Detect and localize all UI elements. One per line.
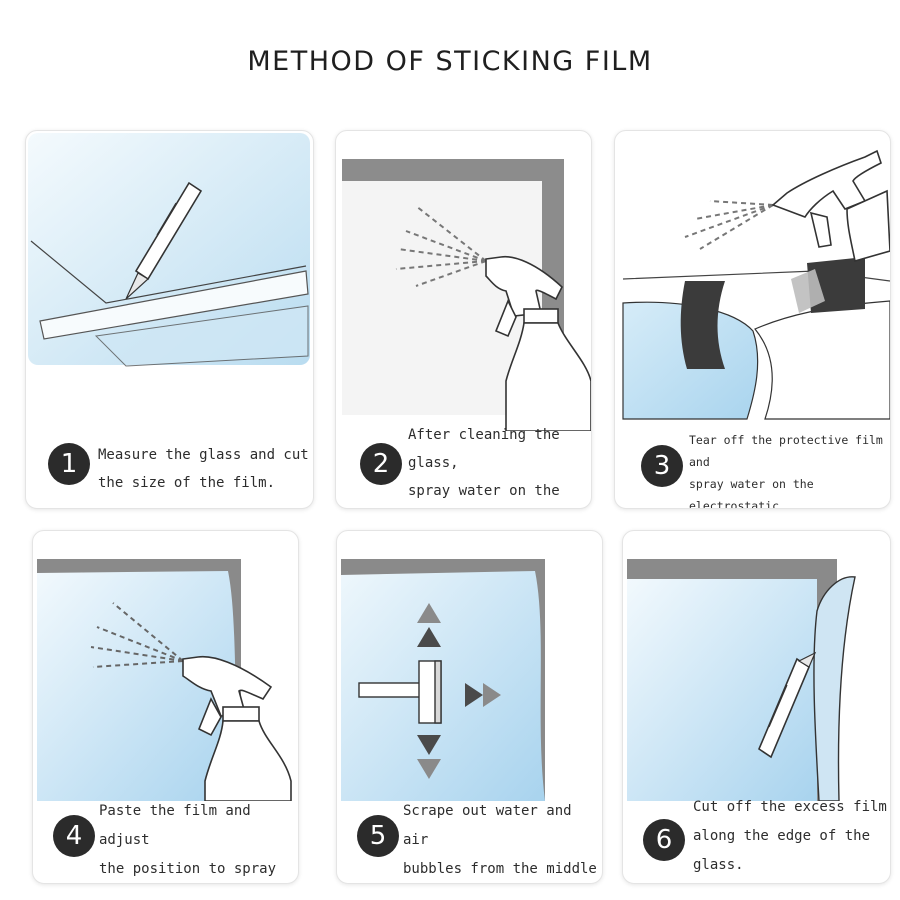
utility-knife-icon xyxy=(125,181,203,300)
spray-bottle-icon xyxy=(485,255,591,431)
step-card-2: 2 After cleaning the glass, spray water … xyxy=(335,130,592,509)
step-5-number-badge: 5 xyxy=(357,815,399,857)
step-2-caption: After cleaning the glass, spray water on… xyxy=(408,427,560,499)
step-card-1: 1 Measure the glass and cut the size of … xyxy=(25,130,314,509)
step-6-number-badge: 6 xyxy=(643,819,685,861)
step-2-number-badge: 2 xyxy=(360,443,402,485)
step-3-caption: Tear off the protective film and spray w… xyxy=(689,433,883,509)
step-3-illustration xyxy=(622,149,890,420)
step-4-number-badge: 4 xyxy=(53,815,95,857)
window-frame-icon xyxy=(37,559,241,801)
water-mist-icon xyxy=(90,602,184,668)
step-1-number-badge: 1 xyxy=(48,443,90,485)
step-4-illustration xyxy=(37,559,292,801)
utility-knife-icon xyxy=(758,651,817,759)
step-5-caption: Scrape out water and air bubbles from th… xyxy=(403,803,597,877)
step-card-3: 3 Tear off the protective film and spray… xyxy=(614,130,891,509)
water-mist-icon xyxy=(684,200,774,250)
spray-bottle-icon xyxy=(771,149,890,263)
arrow-right-icon xyxy=(465,683,501,707)
arrow-down-icon xyxy=(417,735,441,779)
film-edge-icon xyxy=(813,576,856,801)
step-card-6: 6 Cut off the excess film along the edge… xyxy=(622,530,891,884)
step-6-caption: Cut off the excess film along the edge o… xyxy=(693,799,887,873)
step-1-illustration xyxy=(28,133,310,367)
glass-pane-icon xyxy=(28,133,310,365)
window-frame-icon xyxy=(341,559,545,801)
step-5-illustration xyxy=(341,559,545,801)
step-card-4: 4 Paste the film and adjust the position… xyxy=(32,530,299,884)
step-1-caption: Measure the glass and cut the size of th… xyxy=(98,447,309,491)
film-strip-icon xyxy=(39,270,309,340)
step-2-illustration xyxy=(342,159,591,431)
window-frame-icon xyxy=(627,559,837,801)
step-card-5: 5 Scrape out water and air bubbles from … xyxy=(336,530,603,884)
protective-film-icon xyxy=(754,300,890,420)
step-4-caption: Paste the film and adjust the position t… xyxy=(99,803,277,877)
squeegee-icon xyxy=(358,660,442,724)
arrow-up-icon xyxy=(417,603,441,647)
page-title: METHOD OF STICKING FILM xyxy=(247,46,653,77)
step-6-illustration xyxy=(627,559,856,801)
spray-bottle-icon xyxy=(182,655,292,801)
step-3-number-badge: 3 xyxy=(641,445,683,487)
water-mist-icon xyxy=(395,205,487,287)
